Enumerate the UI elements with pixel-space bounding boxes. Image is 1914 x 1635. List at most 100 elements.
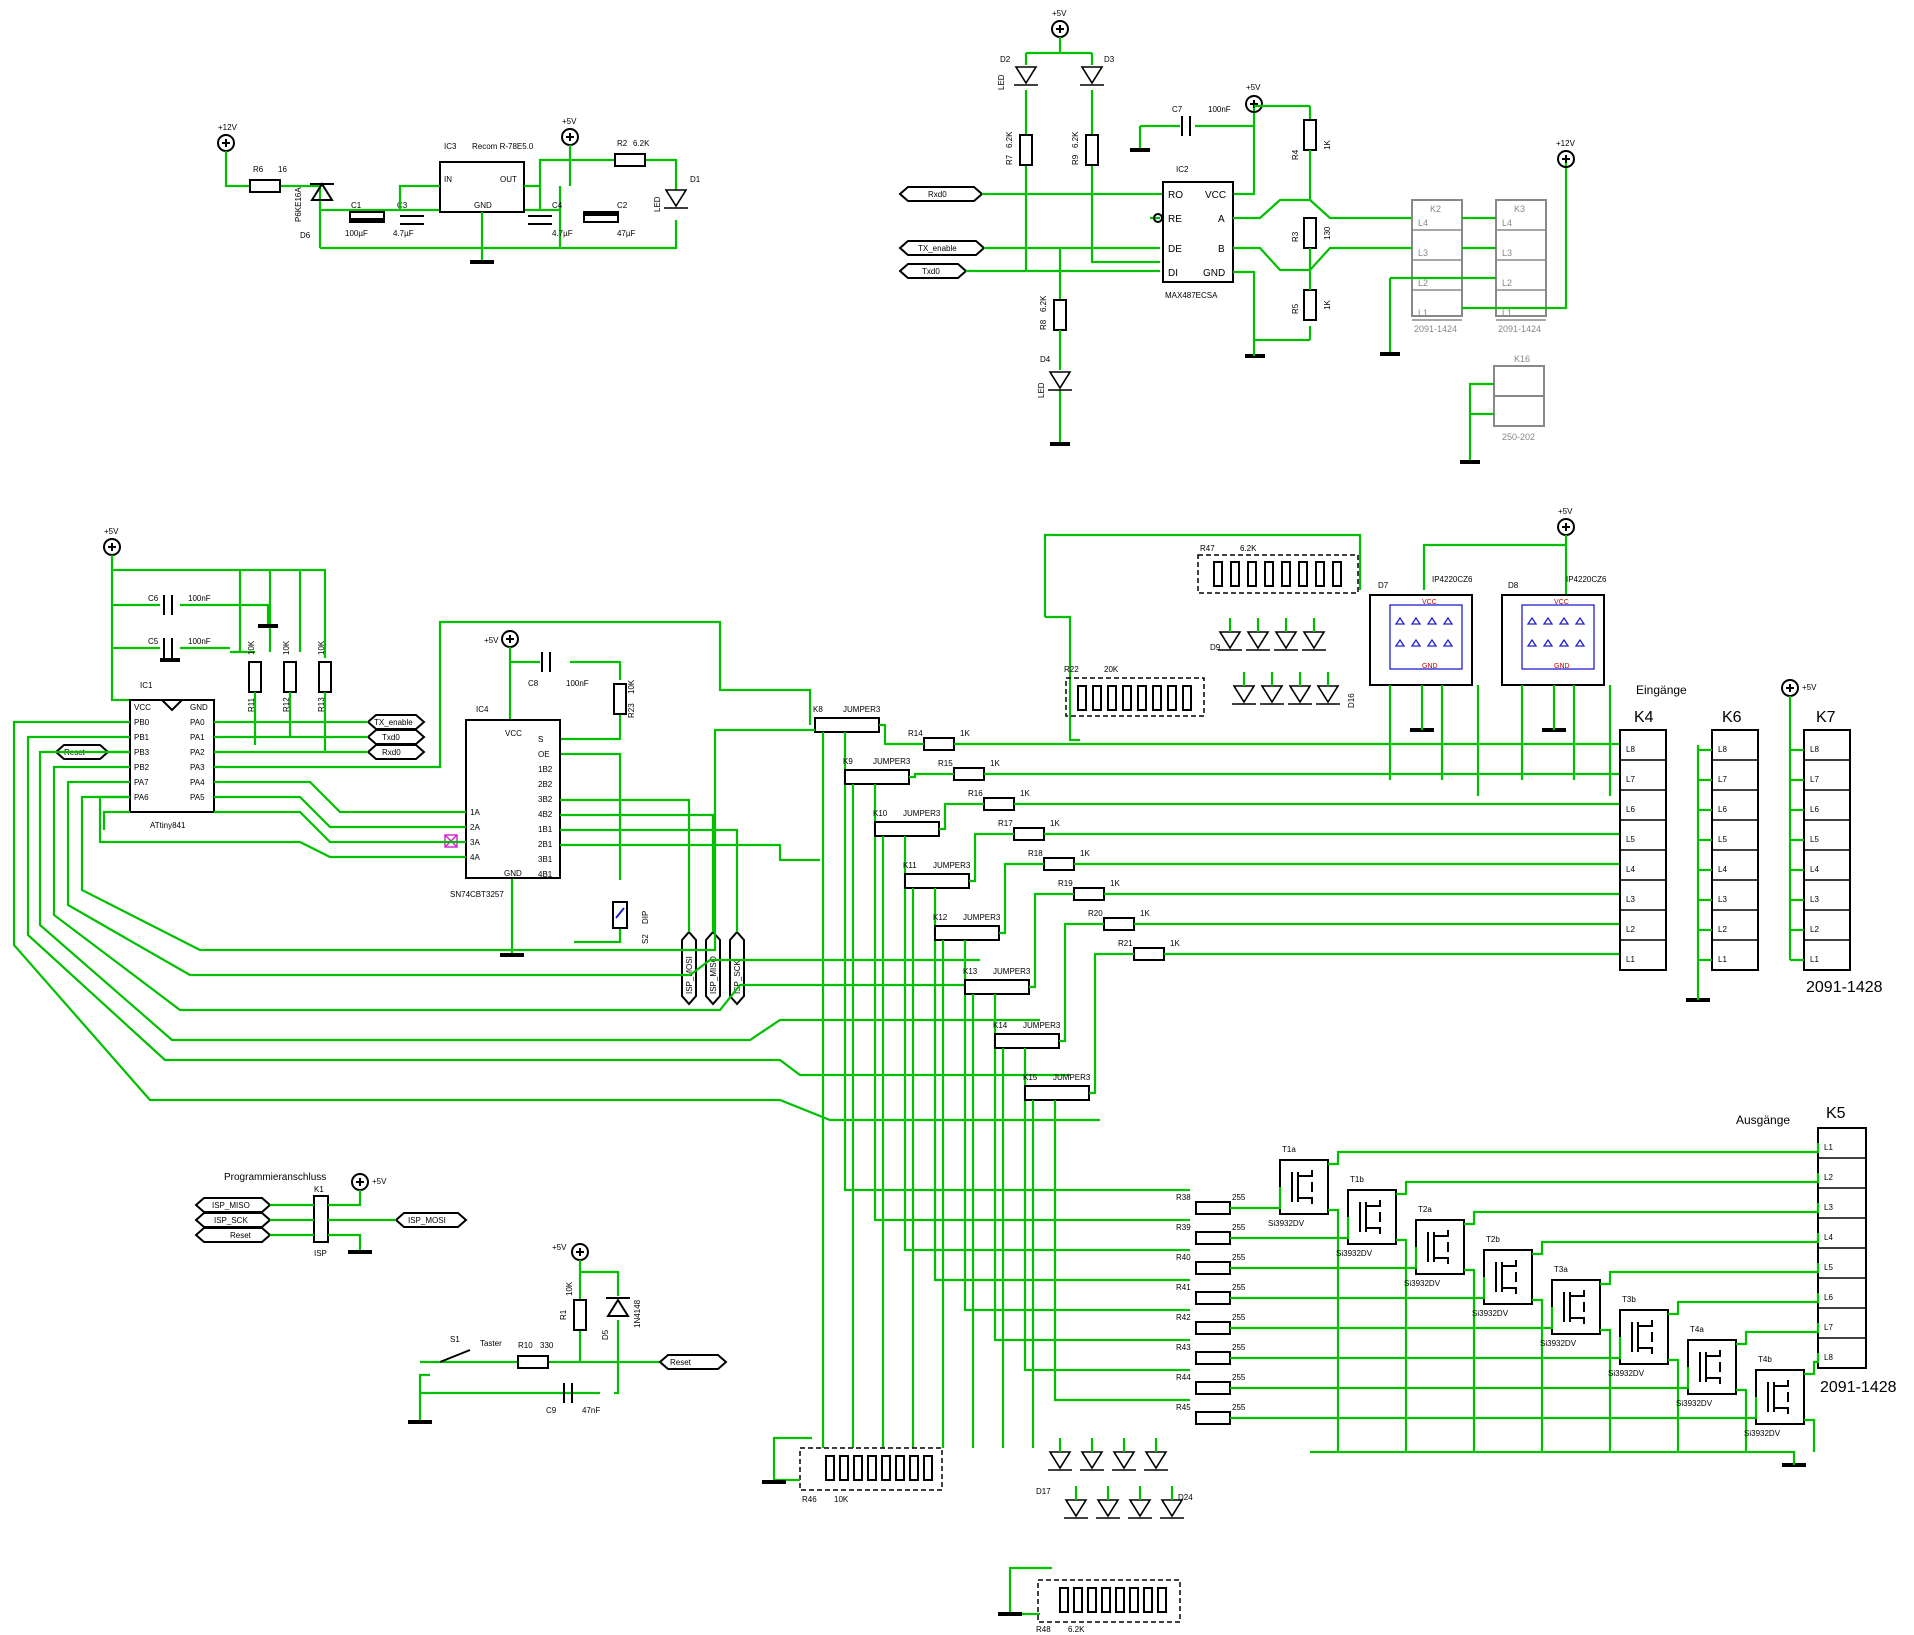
ic2-pin-ro: RO [1168, 190, 1183, 201]
c9-ref: C9 [546, 1406, 557, 1415]
input-led-4 [1302, 631, 1326, 651]
r22-element-4 [1122, 685, 1132, 711]
r46-element-6 [895, 1455, 905, 1481]
r22-ref: R22 [1064, 665, 1079, 674]
resistor-r14-ref: R14 [908, 729, 923, 738]
resistor-r43 [1195, 1351, 1231, 1365]
r3-resistor [1303, 217, 1317, 249]
r22-element-8 [1182, 685, 1192, 711]
mosfet-t4a-value: Si3932DV [1676, 1399, 1713, 1408]
mosfet-t2b-value: Si3932DV [1472, 1309, 1509, 1318]
ic4-pin-gnd: GND [504, 869, 522, 878]
output-led-5 [1064, 1499, 1088, 1519]
c3-capacitor [400, 215, 424, 225]
net-isp-sck-k1-text: ISP_SCK [214, 1216, 248, 1225]
jumper-k14-ref: K14 [993, 1021, 1008, 1030]
k7-ref: K7 [1816, 709, 1836, 726]
input-section: R47 6.2K R22 20K D9 D16 +5V D7 IP4220CZ6… [1043, 507, 1883, 1002]
ic1-pin-pa5: PA5 [190, 793, 205, 802]
c4-value: 4.7µF [552, 229, 573, 238]
k7-partno: 2091-1428 [1806, 979, 1883, 996]
c5-ref: C5 [148, 637, 159, 646]
ic4-pin-2a: 2A [470, 823, 480, 832]
mosfet-t3a-ref: T3a [1554, 1265, 1568, 1274]
resistor-r17-value: 1K [1050, 819, 1060, 828]
d6-ref: D6 [300, 231, 311, 240]
resistor-r19 [1073, 887, 1105, 901]
k1-value: ISP [314, 1249, 327, 1258]
input-led-8 [1316, 685, 1340, 705]
jumper-k14-value: JUMPER3 [1023, 1021, 1061, 1030]
jumper-k9-ref: K9 [843, 757, 853, 766]
c6-ref: C6 [148, 594, 159, 603]
ic4-pin-3b1: 3B1 [538, 855, 553, 864]
d9-ref: D9 [1210, 643, 1221, 652]
k6-line-l2: L2 [1718, 925, 1727, 934]
d8-esd [1501, 594, 1605, 686]
ic4-pin-oe: OE [538, 750, 550, 759]
ic1-ref: IC1 [140, 681, 153, 690]
r1-resistor [573, 1299, 587, 1331]
k2-ref: K2 [1430, 204, 1441, 214]
mosfet-t2a-value: Si3932DV [1404, 1279, 1441, 1288]
r6-value: 16 [278, 165, 287, 174]
k5-line-l3: L3 [1824, 1203, 1833, 1212]
k4-line-l4: L4 [1626, 865, 1635, 874]
r8-value: 6.2K [1039, 295, 1048, 312]
r46-value: 10K [834, 1495, 849, 1504]
resistor-r15-value: 1K [990, 759, 1000, 768]
k2-line-l3: L3 [1418, 248, 1428, 258]
ic1-pin-pb3: PB3 [134, 748, 150, 757]
power-5v-k7-label: +5V [1802, 683, 1817, 692]
power-5v-max-label: +5V [1246, 83, 1261, 92]
c4-capacitor [528, 215, 552, 225]
net-rxd0-a-text: Rxd0 [928, 190, 947, 199]
input-led-7 [1288, 685, 1312, 705]
ic1-value: ATtiny841 [150, 821, 186, 830]
r9-value: 6.2K [1071, 131, 1080, 148]
k5-line-l4: L4 [1824, 1233, 1833, 1242]
d6-tvs-diode [310, 182, 334, 201]
resistor-r41-ref: R41 [1176, 1283, 1191, 1292]
mosfet-t4a-ref: T4a [1690, 1325, 1704, 1334]
d7-vcc-pin: VCC [1422, 599, 1437, 606]
power-5v-reg-label: +5V [562, 117, 577, 126]
resistor-r43-value: 255 [1232, 1343, 1246, 1352]
d8-ref: D8 [1508, 581, 1519, 590]
r4-value: 1K [1323, 140, 1332, 150]
resistor-r45 [1195, 1411, 1231, 1425]
ic4-pin-3a: 3A [470, 838, 480, 847]
ic2-ref: IC2 [1176, 165, 1189, 174]
power-plus12v-label: +12V [218, 123, 238, 132]
power-5v-leds-label: +5V [1052, 9, 1067, 18]
mosfet-t3b [1619, 1309, 1669, 1365]
resistor-r20 [1103, 917, 1135, 931]
net-reset-b [658, 1354, 728, 1370]
resistor-r15-ref: R15 [938, 759, 953, 768]
r10-value: 330 [540, 1341, 554, 1350]
power-12v-k3-label: +12V [1556, 139, 1576, 148]
d7-gnd-pin: GND [1422, 663, 1438, 670]
ic4-pin-2b1: 2B1 [538, 840, 553, 849]
d7-esd [1369, 594, 1473, 686]
r13-value: 10K [317, 640, 326, 655]
mosfet-t1b [1347, 1189, 1397, 1245]
d3-led [1080, 66, 1104, 86]
d4-value: LED [1037, 382, 1046, 398]
c7-ref: C7 [1172, 105, 1183, 114]
k4-line-l7: L7 [1626, 775, 1635, 784]
r22-element-6 [1152, 685, 1162, 711]
r2-value: 6.2K [633, 139, 650, 148]
resistor-r18-value: 1K [1080, 849, 1090, 858]
k2-line-l1: L1 [1418, 308, 1428, 318]
k7-line-l2: L2 [1810, 925, 1819, 934]
r47-element-5 [1281, 561, 1291, 587]
jumper-k8 [814, 717, 880, 733]
ic3-pin-out: OUT [500, 175, 517, 184]
c4-ref: C4 [552, 201, 563, 210]
d6-value: P6KE16A [294, 187, 303, 222]
d2-led [1014, 66, 1038, 86]
c7-capacitor [1181, 116, 1191, 136]
